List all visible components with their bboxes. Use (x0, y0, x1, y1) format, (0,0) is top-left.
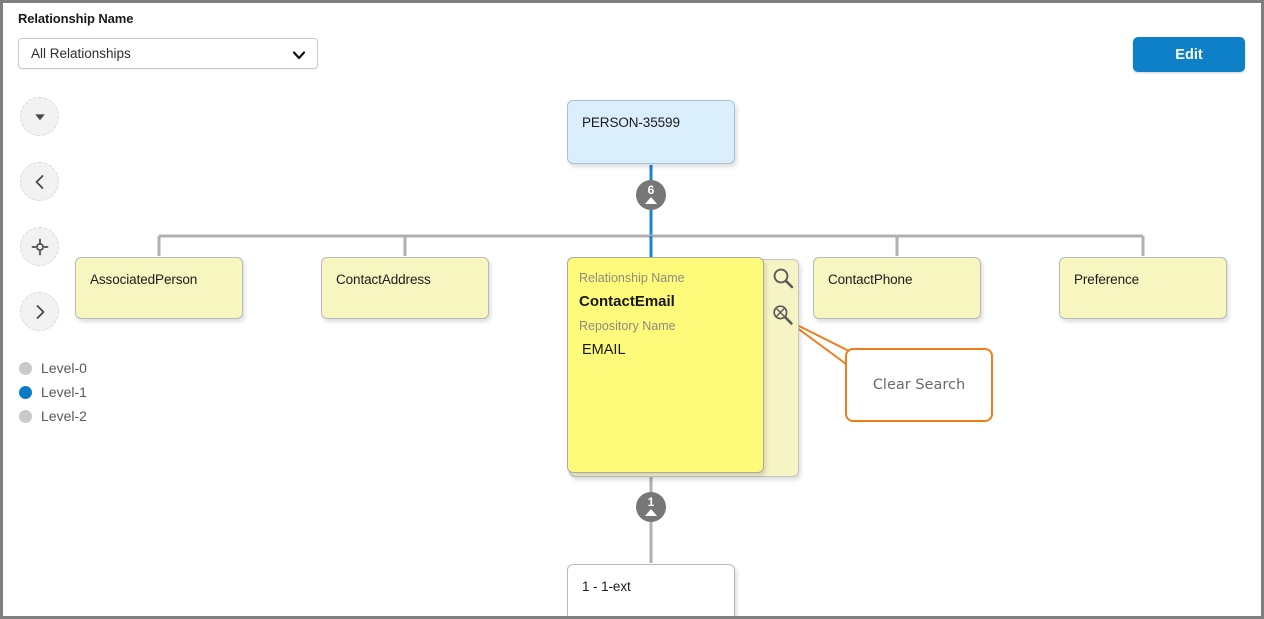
callout-text: Clear Search (872, 377, 966, 393)
graph-node-label: ContactPhone (828, 272, 913, 287)
graph-node-label: 1 - 1-ext (582, 579, 631, 594)
center-graph-button[interactable] (20, 227, 59, 266)
expand-badge-count: 1 (647, 495, 655, 509)
graph-node-contact-email[interactable]: Relationship Name ContactEmail Repositor… (567, 257, 764, 473)
level-legend: Level-0 Level-1 Level-2 (19, 356, 87, 428)
legend-item-level-1[interactable]: Level-1 (19, 380, 87, 404)
edit-button[interactable]: Edit (1133, 37, 1245, 72)
graph-node-descendant[interactable]: 1 - 1-ext (567, 564, 735, 616)
pan-left-button[interactable] (20, 162, 59, 201)
legend-item-level-2[interactable]: Level-2 (19, 404, 87, 428)
clear-search-callout: Clear Search (845, 348, 993, 422)
card-relationship-name-value: ContactEmail (579, 293, 675, 310)
legend-dot-icon (19, 409, 32, 423)
graph-node-label: PERSON-35599 (582, 115, 680, 130)
card-repository-name-value: EMAIL (582, 342, 626, 358)
chevron-right-icon (36, 304, 44, 319)
search-icon[interactable] (771, 266, 795, 290)
chevron-down-icon (292, 51, 306, 60)
triangle-down-icon (34, 113, 45, 120)
graph-node-contact-phone[interactable]: ContactPhone (813, 257, 981, 319)
graph-node-label: Preference (1074, 272, 1140, 287)
legend-item-level-0[interactable]: Level-0 (19, 356, 87, 380)
relationship-name-select[interactable]: All Relationships (18, 38, 318, 69)
graph-node-contact-address[interactable]: ContactAddress (321, 257, 489, 319)
collapse-all-button[interactable] (20, 97, 59, 136)
expand-badge-bottom[interactable]: 1 (636, 492, 666, 522)
legend-dot-icon (19, 361, 32, 375)
relationship-name-select-value: All Relationships (31, 46, 131, 61)
expand-badge-top[interactable]: 6 (636, 180, 666, 210)
triangle-up-icon (645, 509, 657, 516)
chevron-left-icon (35, 174, 43, 189)
legend-label: Level-0 (41, 360, 87, 376)
crosshair-icon (31, 238, 48, 255)
graph-node-label: AssociatedPerson (90, 272, 198, 287)
legend-dot-icon (19, 385, 32, 399)
graph-node-preference[interactable]: Preference (1059, 257, 1227, 319)
relationship-name-label: Relationship Name (18, 11, 134, 26)
legend-label: Level-1 (41, 384, 87, 400)
expand-badge-count: 6 (647, 183, 655, 197)
clear-search-icon[interactable] (771, 303, 795, 327)
triangle-up-icon (645, 197, 657, 204)
card-relationship-name-label: Relationship Name (579, 271, 685, 285)
legend-label: Level-2 (41, 408, 87, 424)
graph-node-root[interactable]: PERSON-35599 (567, 100, 735, 164)
graph-node-label: ContactAddress (336, 272, 431, 287)
graph-node-associated-person[interactable]: AssociatedPerson (75, 257, 243, 319)
pan-right-button[interactable] (20, 292, 59, 331)
card-repository-name-label: Repository Name (579, 319, 676, 333)
